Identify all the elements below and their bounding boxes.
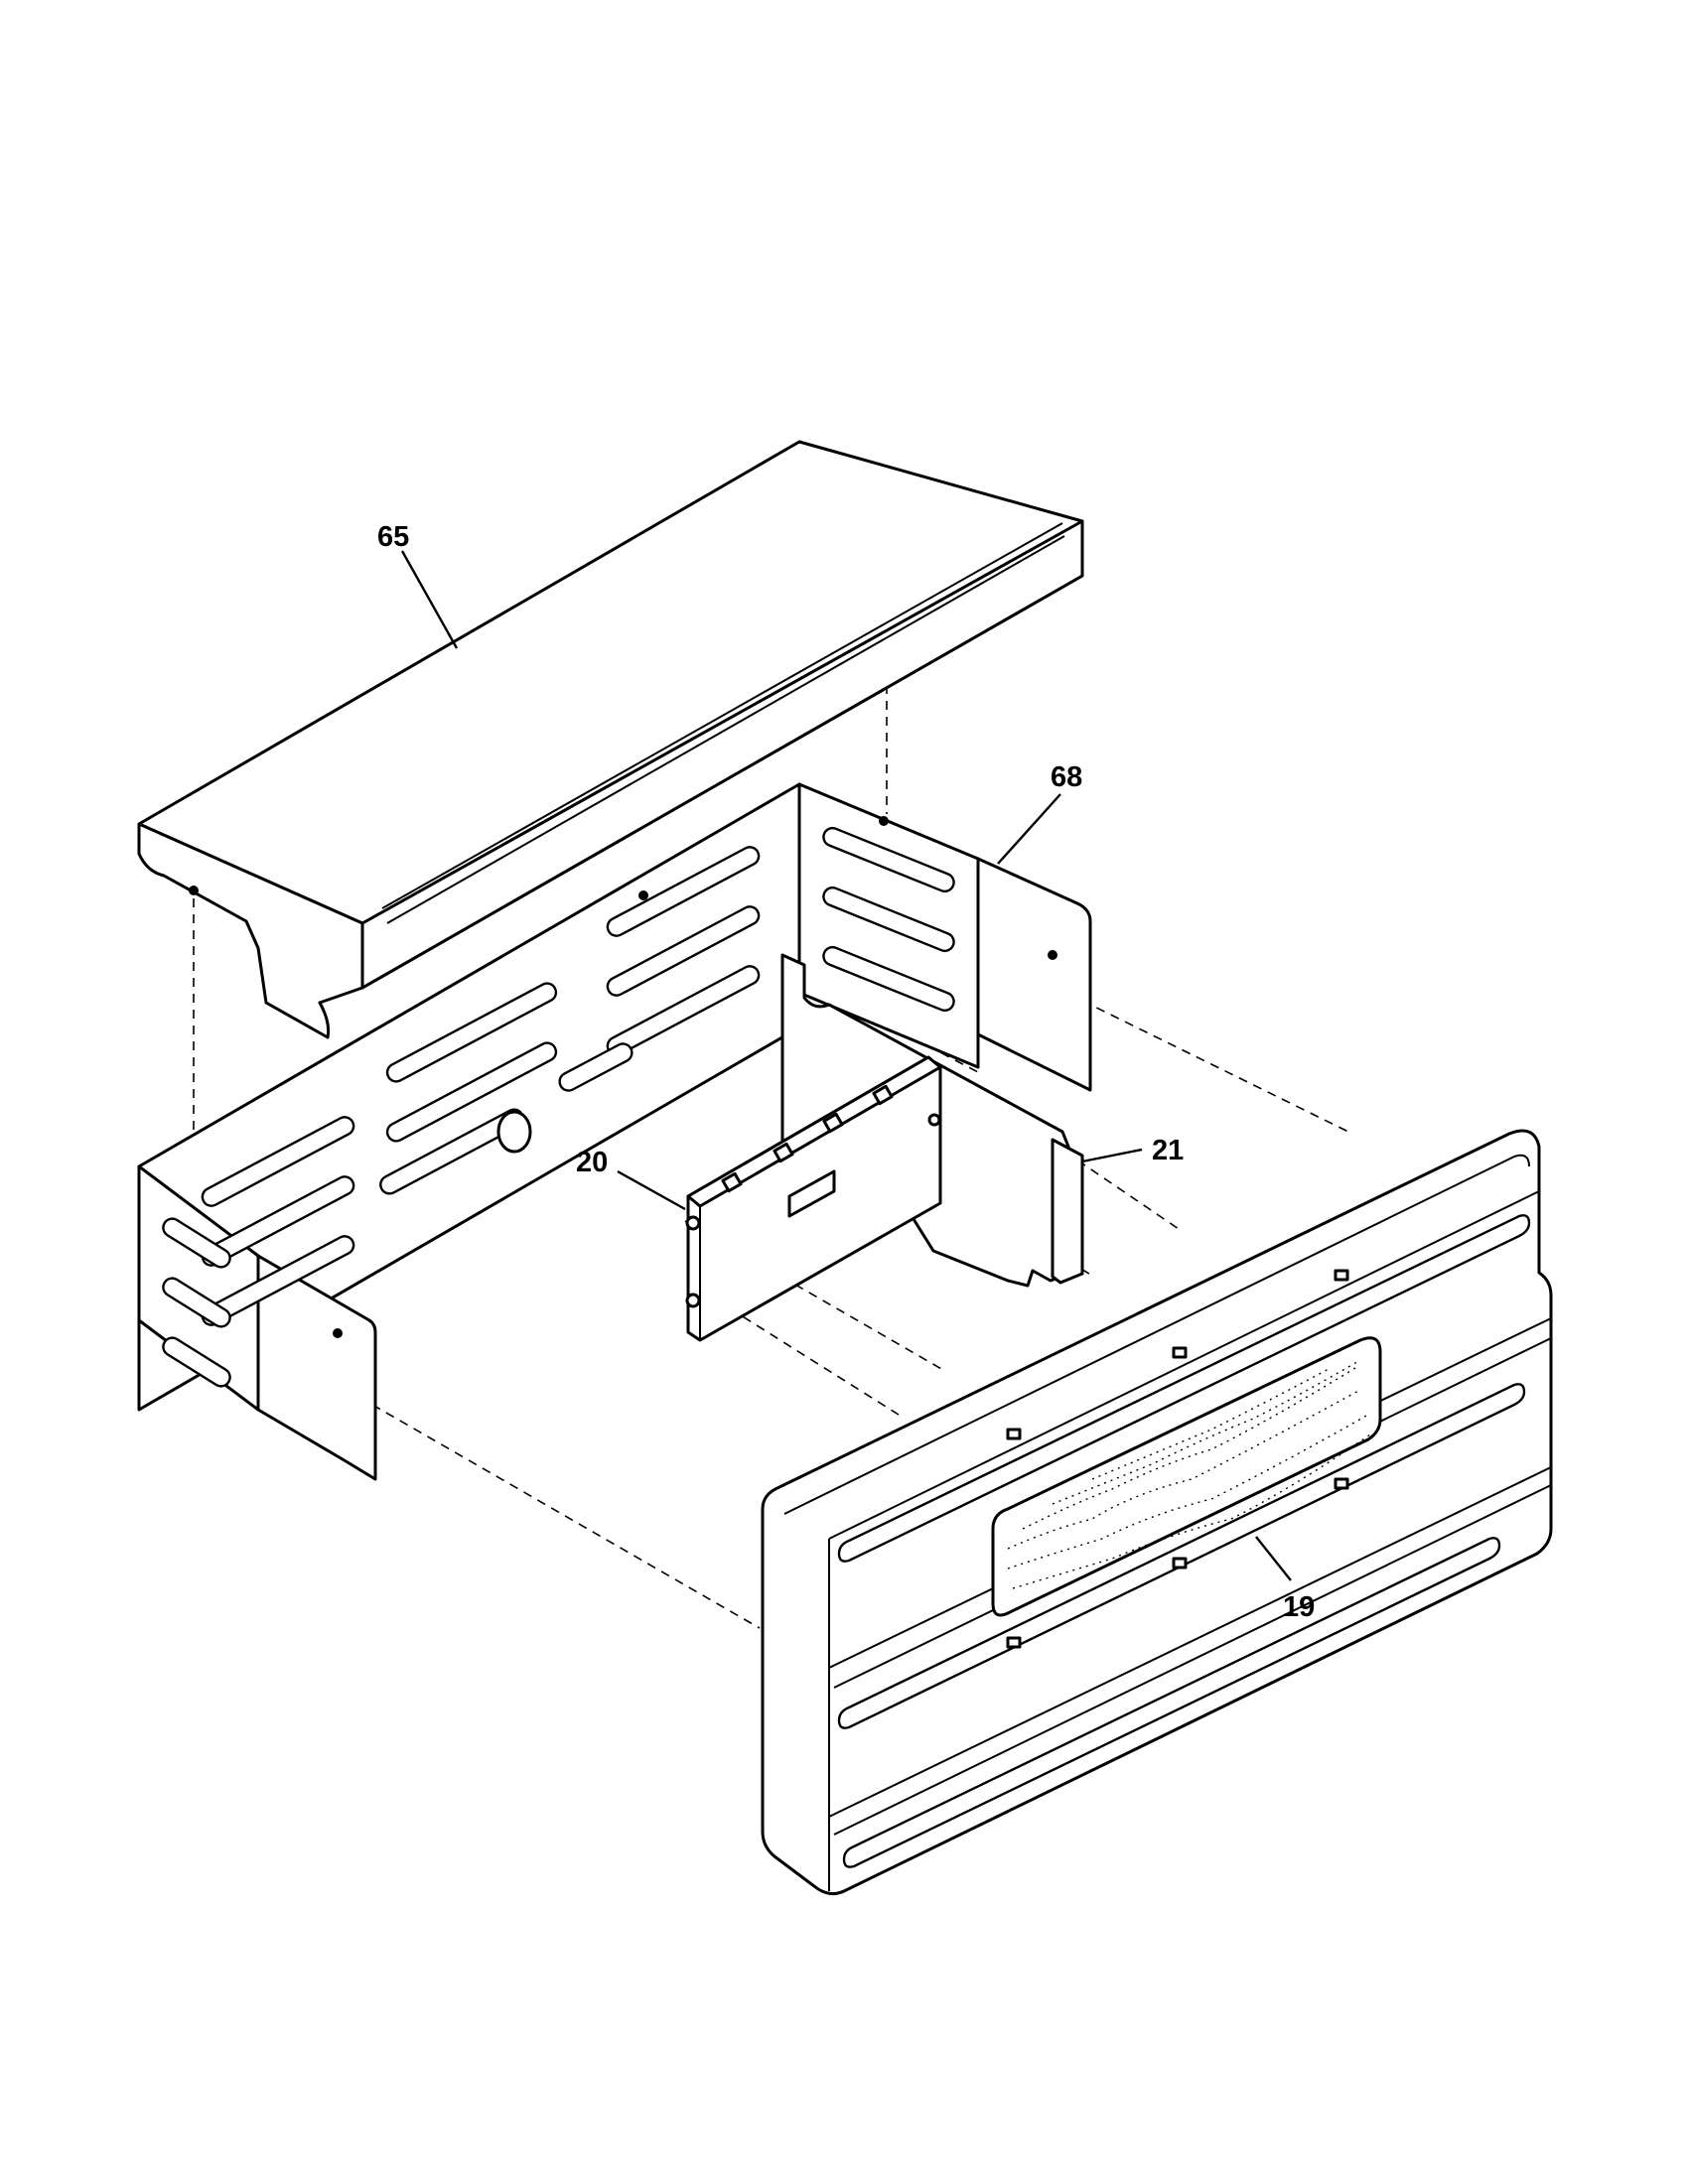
fascia-clip — [1006, 1636, 1022, 1649]
callout-68: 68 — [1051, 761, 1082, 793]
touchpad-texture — [1007, 1359, 1371, 1589]
cover-screw-hole — [189, 886, 199, 895]
frame-vent-slots — [162, 826, 955, 1388]
board-display-window — [787, 1169, 836, 1218]
fascia-touchpad — [991, 1336, 1382, 1617]
alignment-line — [1081, 1000, 1353, 1135]
vent-slot — [606, 905, 761, 997]
board-connector — [773, 1142, 794, 1163]
vent-slot — [162, 1336, 231, 1388]
callout-labels: 65 68 21 20 19 — [377, 521, 1315, 1623]
vent-slot — [201, 1235, 355, 1326]
leader-65 — [400, 550, 459, 649]
leader-20 — [617, 1169, 686, 1211]
fascia-clip — [1006, 1428, 1022, 1440]
callout-20: 20 — [576, 1147, 608, 1178]
control-board-part-20 — [685, 1055, 942, 1342]
cover-left-end — [137, 822, 364, 1039]
vent-slot — [201, 1175, 355, 1267]
frame-right-flange — [976, 857, 1092, 1092]
fascia-trim-bar — [837, 1214, 1531, 1563]
leader-68 — [997, 793, 1061, 865]
vent-slot — [822, 886, 955, 953]
vent-slot — [558, 1042, 633, 1092]
cover-lip-line — [381, 522, 1063, 909]
board-mount-tab — [685, 1293, 701, 1308]
bracket-side-flange — [1051, 1138, 1084, 1285]
top-cover-part-65 — [137, 440, 1084, 1039]
callout-leaders — [400, 550, 1292, 1581]
board-connector — [822, 1112, 844, 1134]
vent-slot — [162, 1277, 231, 1328]
fascia-clip — [1172, 1346, 1188, 1359]
fascia-clip — [1334, 1477, 1349, 1490]
frame-wire-hole — [496, 1110, 532, 1154]
frame-screw-hole — [879, 816, 889, 826]
fascia-part-19 — [761, 1129, 1553, 1896]
alignment-line — [729, 1307, 900, 1416]
frame-screw-hole — [638, 890, 648, 900]
alignment-line — [371, 1404, 761, 1629]
fascia-face-edge — [828, 1190, 1540, 1540]
board-mount-tab — [685, 1215, 701, 1231]
vent-slot — [201, 1116, 355, 1207]
fascia-clip — [1334, 1269, 1349, 1282]
vent-slot — [385, 982, 558, 1083]
texture-line — [1012, 1433, 1371, 1589]
board-connector — [721, 1171, 743, 1193]
vent-slot — [822, 945, 955, 1013]
texture-line — [1007, 1414, 1369, 1570]
texture-line — [1052, 1359, 1361, 1505]
fascia-clip — [1172, 1557, 1188, 1570]
leader-21 — [1081, 1148, 1143, 1163]
fascia-top-bevel — [783, 1154, 1530, 1515]
fascia-seam — [833, 1484, 1552, 1836]
vent-slot — [162, 1217, 231, 1269]
frame-left-flange — [256, 1254, 377, 1481]
fascia-trim-bar — [842, 1537, 1501, 1868]
vent-slot — [822, 826, 955, 893]
frame-screw-hole — [333, 1328, 343, 1338]
vent-slot — [385, 1041, 558, 1143]
vent-slot — [606, 846, 761, 937]
callout-21: 21 — [1152, 1135, 1184, 1166]
board-mount-tab — [927, 1113, 941, 1127]
frame-screw-hole — [1048, 950, 1057, 960]
cover-lip-line — [386, 535, 1065, 924]
callout-65: 65 — [377, 521, 409, 553]
frame-part-68 — [137, 782, 1092, 1481]
board-connector — [872, 1084, 894, 1106]
callout-19: 19 — [1283, 1591, 1315, 1623]
leader-19 — [1255, 1536, 1292, 1581]
fascia-seam — [828, 1466, 1552, 1818]
